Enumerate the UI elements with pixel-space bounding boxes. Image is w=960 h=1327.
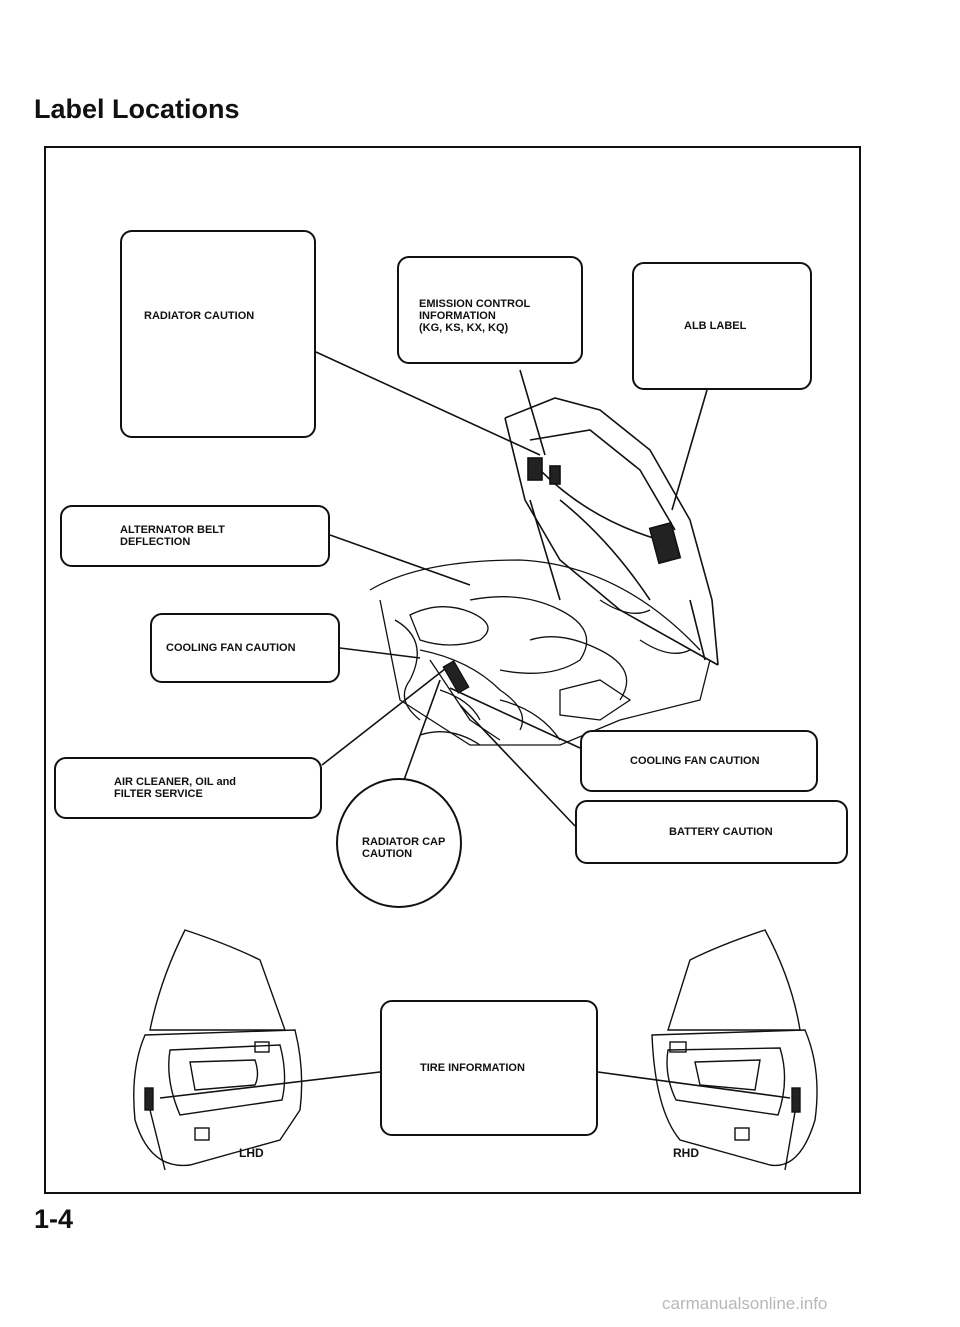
watermark: carmanualsonline.info bbox=[662, 1294, 828, 1313]
lhd-door-illustration bbox=[133, 929, 303, 1171]
hood-outline bbox=[504, 397, 719, 666]
radiator-caution-label: RADIATOR CAUTION bbox=[120, 230, 316, 438]
air-cleaner-label: AIR CLEANER, OIL and FILTER SERVICE bbox=[54, 757, 322, 819]
tire-information-label: TIRE INFORMATION bbox=[380, 1000, 598, 1136]
emission-control-label: EMISSION CONTROL INFORMATION (KG, KS, KX… bbox=[397, 256, 583, 364]
leader-air-cleaner bbox=[321, 664, 451, 766]
radiator-cap-text: RADIATOR CAP CAUTION bbox=[362, 836, 446, 860]
leader-tire-rhd bbox=[597, 1071, 791, 1099]
alb-label: ALB LABEL bbox=[632, 262, 812, 390]
radiator-caution-text: RADIATOR CAUTION bbox=[144, 310, 255, 322]
leader-emission-control bbox=[519, 369, 546, 456]
leader-cooling-fan-left bbox=[339, 647, 421, 659]
alb-label-text: ALB LABEL bbox=[684, 320, 747, 332]
battery-caution-text: BATTERY CAUTION bbox=[669, 826, 773, 838]
emission-control-text: EMISSION CONTROL INFORMATION (KG, KS, KX… bbox=[419, 298, 531, 334]
rhd-door-illustration bbox=[651, 929, 818, 1171]
rhd-caption: RHD bbox=[673, 1146, 699, 1160]
leader-battery bbox=[459, 704, 576, 827]
leader-alb-label bbox=[671, 389, 708, 511]
cooling-fan-right-text: COOLING FAN CAUTION bbox=[630, 755, 760, 767]
air-cleaner-text: AIR CLEANER, OIL and FILTER SERVICE bbox=[114, 776, 237, 800]
leader-radiator-caution bbox=[315, 351, 541, 456]
cooling-fan-left-text: COOLING FAN CAUTION bbox=[166, 642, 296, 654]
cooling-fan-caution-left-label: COOLING FAN CAUTION bbox=[150, 613, 340, 683]
page-number: 1-4 bbox=[34, 1204, 74, 1234]
leader-radiator-cap bbox=[403, 679, 441, 781]
alternator-belt-text: ALTERNATOR BELT DEFLECTION bbox=[120, 524, 225, 548]
cooling-fan-caution-right-label: COOLING FAN CAUTION bbox=[580, 730, 818, 792]
lhd-caption: LHD bbox=[239, 1146, 264, 1160]
radiator-cap-caution-label: RADIATOR CAP CAUTION bbox=[336, 778, 462, 908]
leader-tire-lhd bbox=[159, 1071, 381, 1099]
battery-caution-label: BATTERY CAUTION bbox=[575, 800, 848, 864]
alternator-belt-label: ALTERNATOR BELT DEFLECTION bbox=[60, 505, 330, 567]
leader-alternator-belt bbox=[329, 534, 471, 586]
tire-information-text: TIRE INFORMATION bbox=[420, 1062, 525, 1074]
page-title: Label Locations bbox=[34, 94, 240, 124]
figure-frame bbox=[44, 146, 861, 1194]
engine-compartment bbox=[369, 559, 711, 746]
